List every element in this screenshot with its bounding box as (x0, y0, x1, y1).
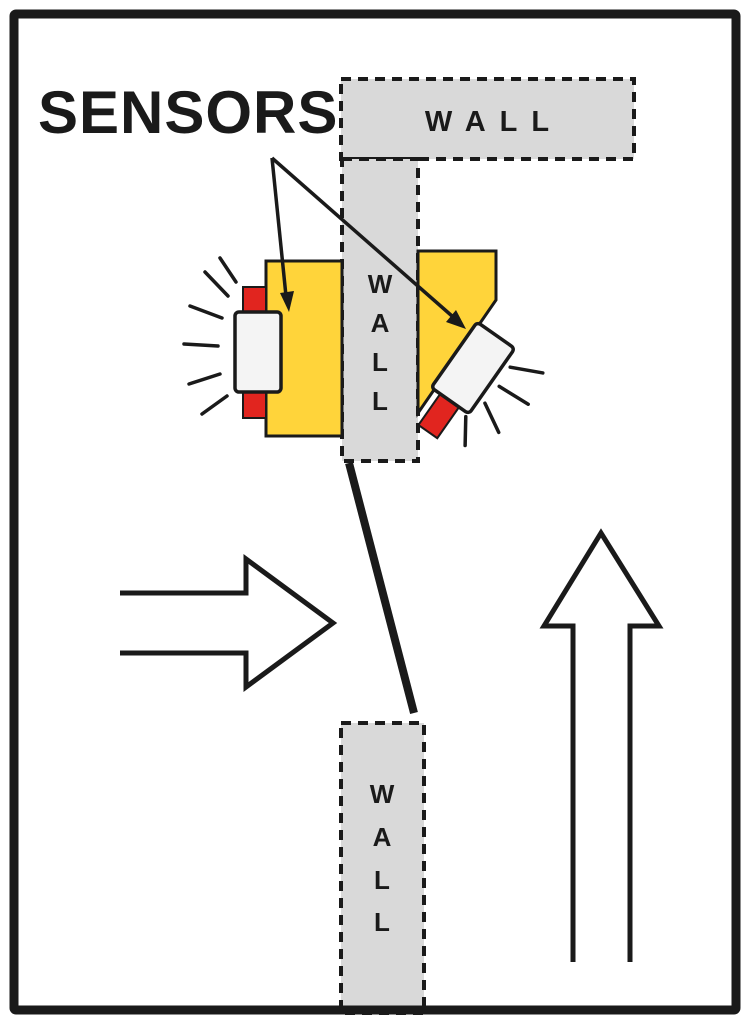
wall-top-block (339, 77, 636, 161)
frame-border (9, 9, 741, 1015)
flow-arrow-up (539, 528, 664, 962)
wall-middle-letter-3: L (372, 347, 388, 377)
wall-middle-letter-4: L (372, 386, 388, 416)
sensor-pointer-right-arrowhead (446, 310, 466, 329)
wall-middle-block (340, 157, 420, 463)
wall-top-label: WALL (425, 106, 563, 138)
flow-arrow-right (120, 554, 338, 692)
sensor-pointer-right (270, 156, 466, 329)
wall-bottom-letter-2: A (373, 822, 392, 852)
wall-middle-letter-2: A (371, 308, 390, 338)
wall-bottom-letter-3: L (374, 865, 390, 895)
sensor-left (182, 256, 283, 419)
sensor-pointer-left-arrowhead (280, 291, 294, 312)
sensor-left-rays (182, 256, 238, 416)
wall-middle-letter-1: W (368, 269, 393, 299)
partition-line (345, 461, 418, 715)
diagram-title: SENSORS (38, 79, 338, 146)
sensor-pointer-left (270, 157, 294, 312)
sensor-right (417, 321, 545, 448)
wall-middle: W A L L (340, 157, 420, 463)
wall-bottom-letter-4: L (374, 907, 390, 937)
sensor-right-rays (463, 365, 545, 448)
sensor-left-housing (233, 310, 283, 394)
wall-bottom-letter-1: W (370, 779, 395, 809)
wall-top: WALL (339, 77, 636, 161)
detection-zone-right (416, 249, 498, 418)
sensor-right-housing (431, 321, 515, 415)
wall-bottom: W A L L (339, 721, 426, 1015)
